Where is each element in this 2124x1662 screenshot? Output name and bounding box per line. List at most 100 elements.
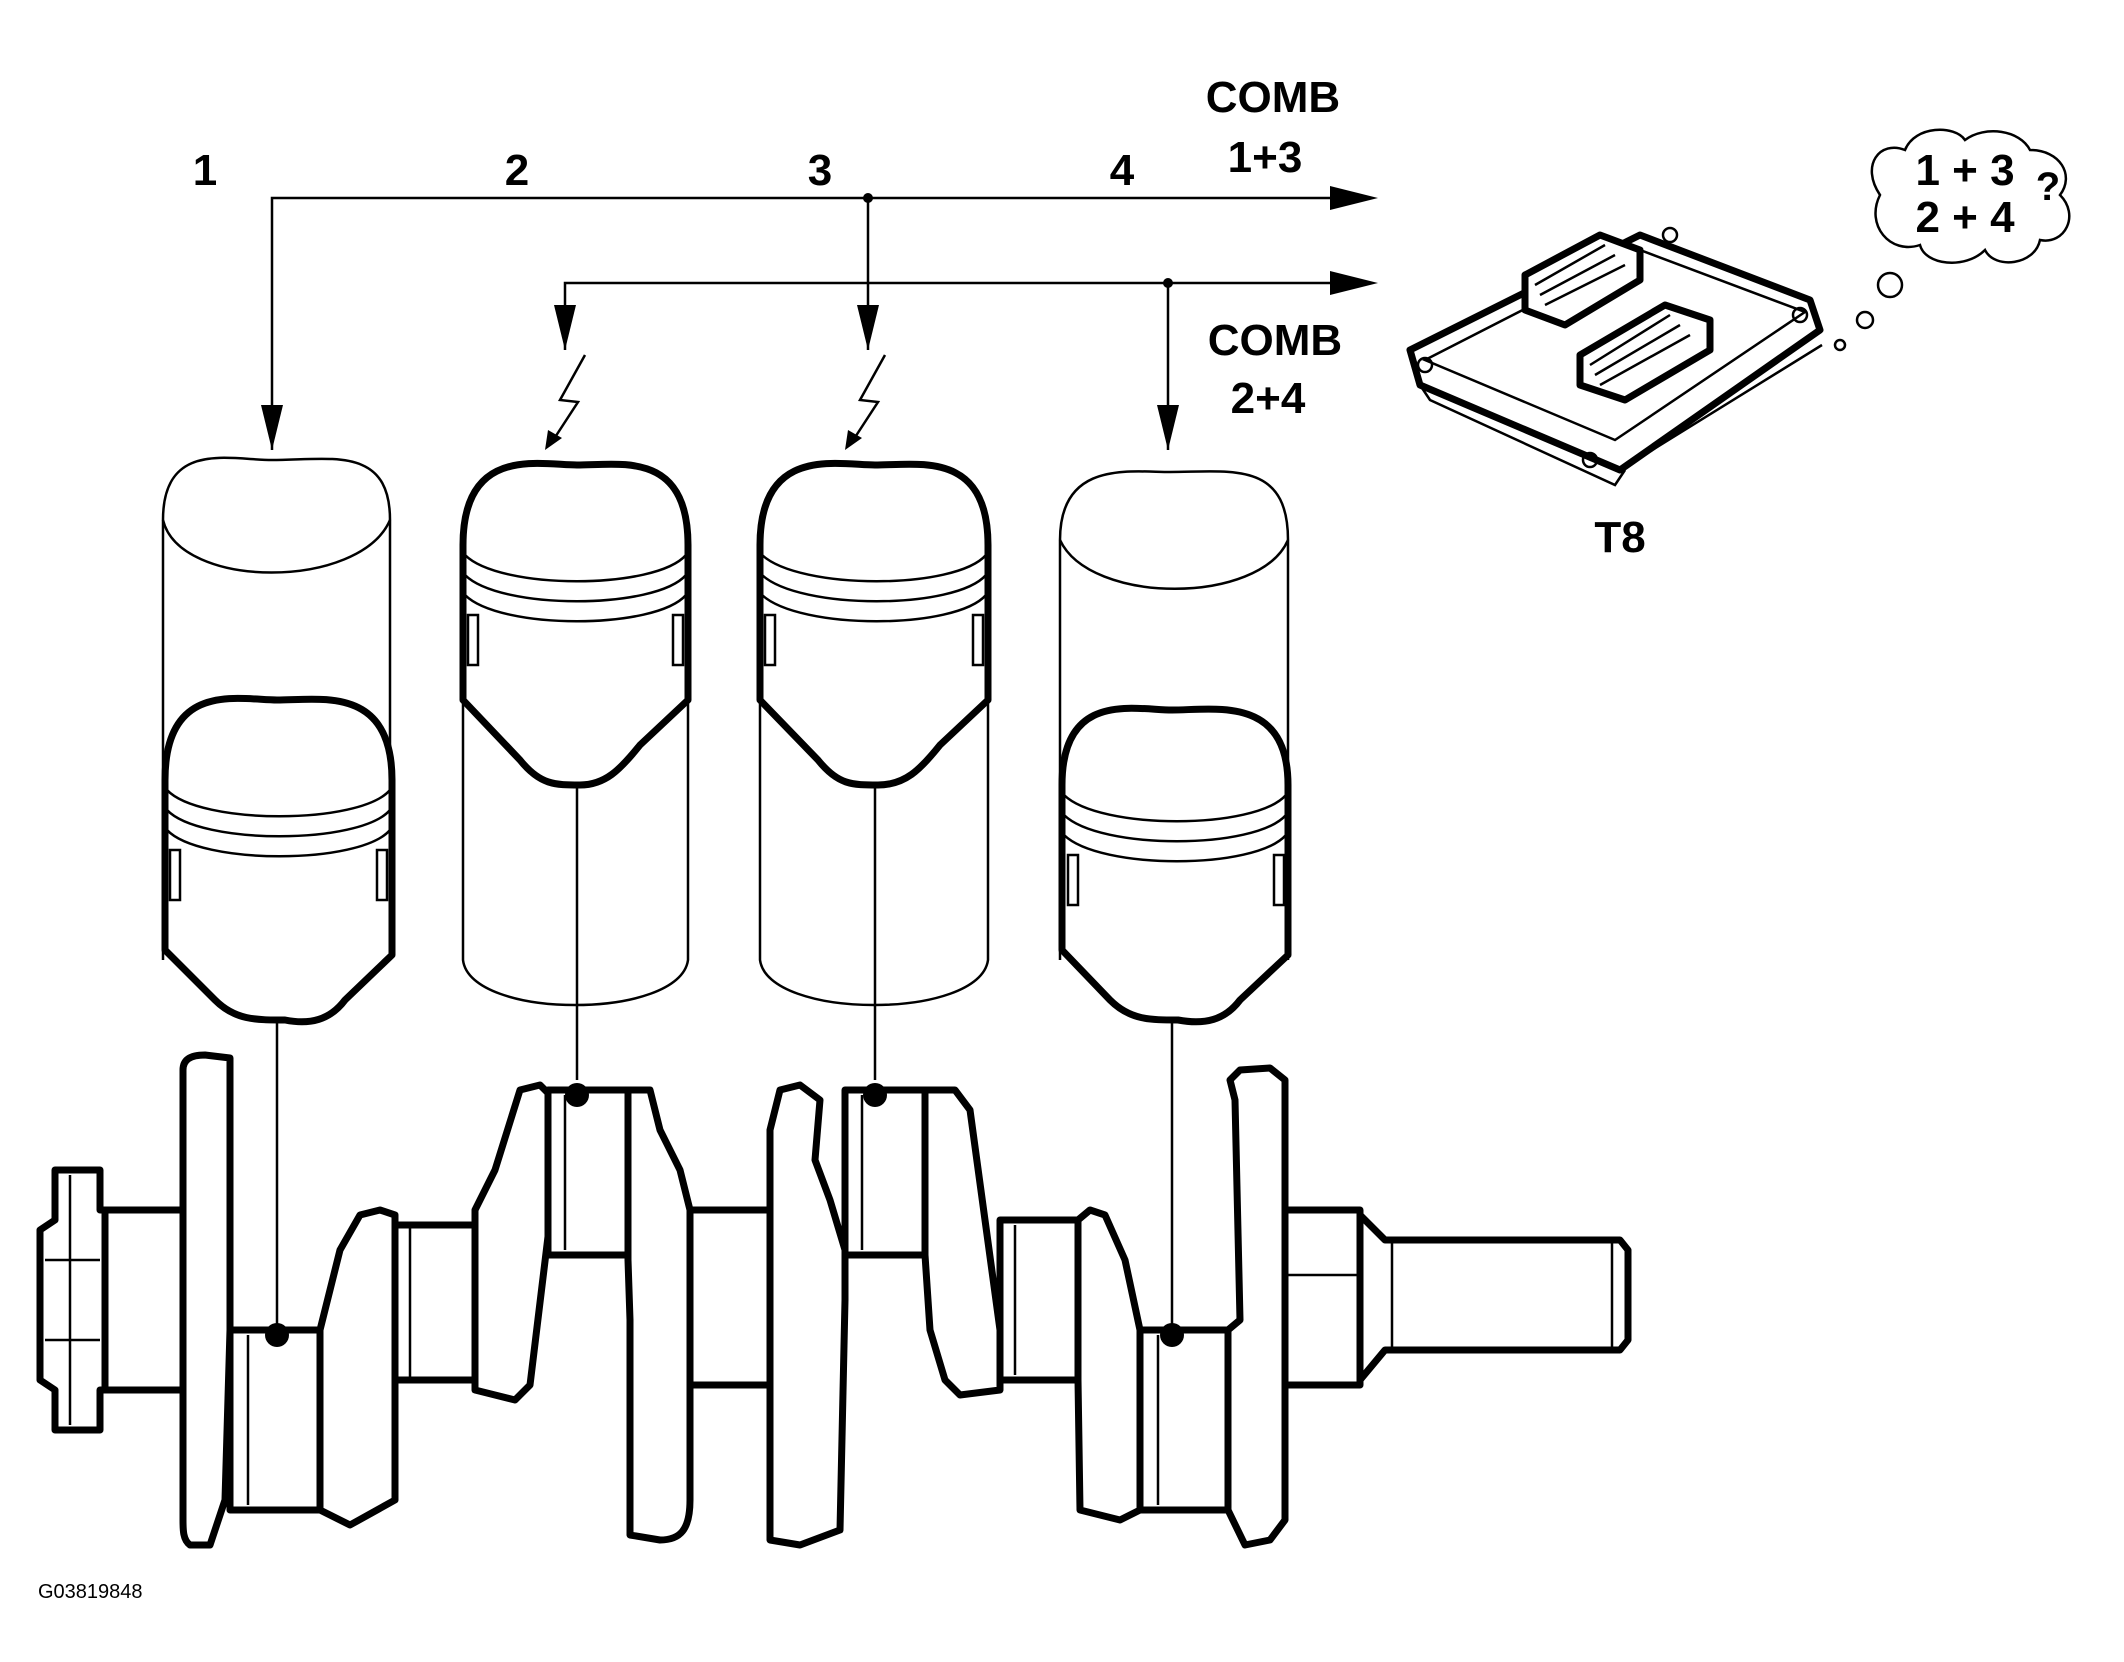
cylinder-sleeve xyxy=(461,580,690,1007)
ecu-label: T8 xyxy=(1594,513,1645,562)
mount-hole xyxy=(1416,356,1434,374)
cyl3-arrowhead xyxy=(857,305,879,350)
cylinder-4 xyxy=(1058,470,1292,1330)
thought-line-2: 2 + 4 xyxy=(1915,193,2015,242)
ecu-connector-2 xyxy=(1576,301,1714,404)
piston-4 xyxy=(1058,704,1292,1026)
main-journal xyxy=(686,1206,774,1389)
spark-icon xyxy=(848,354,887,446)
cylinder-top-lip xyxy=(1058,539,1290,590)
piston-pin-boss xyxy=(763,613,777,667)
thought-bubble xyxy=(1833,128,2071,352)
cyl4-arrowhead xyxy=(1157,405,1179,450)
comb-2-4-cylinders: 2+4 xyxy=(1231,374,1306,423)
piston-ring xyxy=(761,554,987,583)
piston-3 xyxy=(756,459,992,789)
spark-arrowhead xyxy=(545,430,562,450)
crankpin-4 xyxy=(1136,1326,1232,1514)
piston-pin-boss xyxy=(1066,853,1080,907)
piston-ring xyxy=(1063,814,1287,843)
thought-question-mark: ? xyxy=(2036,165,2060,209)
cylinder-top-lip xyxy=(161,519,392,574)
crank-web xyxy=(624,1086,694,1544)
spark-arrowhead xyxy=(845,430,862,450)
cylinder-2 xyxy=(459,459,692,1080)
crankpin-1 xyxy=(226,1326,324,1514)
thought-trail-dot xyxy=(1833,338,1847,352)
crankpin-4-dot xyxy=(1160,1323,1184,1347)
labels: 1 2 3 4 COMB 1+3 COMB 2+4 T8 1 + 3 2 + 4… xyxy=(38,73,2060,1603)
crank-web xyxy=(316,1206,399,1529)
thought-trail-dot xyxy=(1876,271,1904,299)
cylinder-label-1: 1 xyxy=(193,146,217,195)
crankpin-3-dot xyxy=(863,1083,887,1107)
spark-icon xyxy=(548,354,587,446)
figure-id: G03819848 xyxy=(38,1581,143,1603)
piston-pin-boss xyxy=(168,848,182,902)
cyl2-arrowhead xyxy=(554,305,576,350)
piston-pin-boss xyxy=(466,613,480,667)
crankshaft xyxy=(36,1051,1632,1549)
main-journal xyxy=(1281,1206,1364,1389)
thought-cloud xyxy=(1870,128,2071,264)
junction-dot-top xyxy=(863,193,873,203)
signal-lines xyxy=(261,186,1378,450)
crankpin-2 xyxy=(544,1086,632,1259)
comb-2-4-arrowhead xyxy=(1330,271,1378,295)
piston-ring xyxy=(464,594,687,623)
piston-pin-boss xyxy=(671,613,685,667)
thought-trail-dot xyxy=(1855,310,1875,330)
crank-flange xyxy=(36,1166,109,1434)
cylinder-1 xyxy=(161,456,396,1330)
crankpin-1-dot xyxy=(265,1323,289,1347)
crank-web xyxy=(179,1051,234,1549)
piston-ring xyxy=(464,554,687,583)
comb-1-3-line xyxy=(270,196,1370,450)
comb-1-3-title: COMB xyxy=(1206,73,1340,122)
crank-web xyxy=(1224,1064,1289,1549)
piston-ring xyxy=(464,574,687,603)
piston-ring xyxy=(1063,794,1287,823)
crank-web xyxy=(1074,1206,1144,1524)
mount-hole xyxy=(1791,306,1809,324)
crank-web xyxy=(766,1081,849,1549)
crankpin-2-dot xyxy=(565,1083,589,1107)
cyl1-arrowhead xyxy=(261,405,283,450)
piston-pin-boss xyxy=(971,613,985,667)
piston-2 xyxy=(459,459,692,789)
crank-web xyxy=(471,1081,559,1404)
crank-snout xyxy=(1356,1211,1632,1384)
crankpin-3 xyxy=(841,1086,929,1259)
ecu-module xyxy=(1406,226,1824,487)
piston-ring xyxy=(761,594,987,623)
piston-pin-boss xyxy=(375,848,389,902)
piston-ring xyxy=(761,574,987,603)
junction-dot-bottom xyxy=(1163,278,1173,288)
comb-1-3-arrowhead xyxy=(1330,186,1378,210)
main-journal xyxy=(996,1216,1082,1384)
piston-ring xyxy=(166,829,391,858)
connector-pins xyxy=(1589,313,1691,387)
thought-line-1: 1 + 3 xyxy=(1915,146,2014,195)
ecu-side xyxy=(1418,343,1823,487)
piston-ring xyxy=(166,789,391,818)
piston-ring xyxy=(1063,834,1287,863)
crank-web xyxy=(921,1086,1004,1399)
main-journal xyxy=(391,1221,479,1384)
piston-ring xyxy=(166,809,391,838)
cylinder-label-4: 4 xyxy=(1110,146,1135,195)
mount-hole xyxy=(1661,226,1679,244)
piston-1 xyxy=(161,694,396,1026)
crank-flange-step xyxy=(45,1175,100,1425)
comb-2-4-title: COMB xyxy=(1208,316,1342,365)
comb-1-3-cylinders: 1+3 xyxy=(1228,133,1303,182)
cylinder-label-2: 2 xyxy=(505,146,529,195)
cylinders xyxy=(161,456,1292,1330)
mount-hole xyxy=(1581,451,1599,469)
cylinder-3 xyxy=(756,459,992,1080)
cylinder-label-3: 3 xyxy=(808,146,832,195)
piston-pin-boss xyxy=(1272,853,1286,907)
main-journal xyxy=(101,1206,187,1394)
connector-pins xyxy=(1534,243,1626,307)
